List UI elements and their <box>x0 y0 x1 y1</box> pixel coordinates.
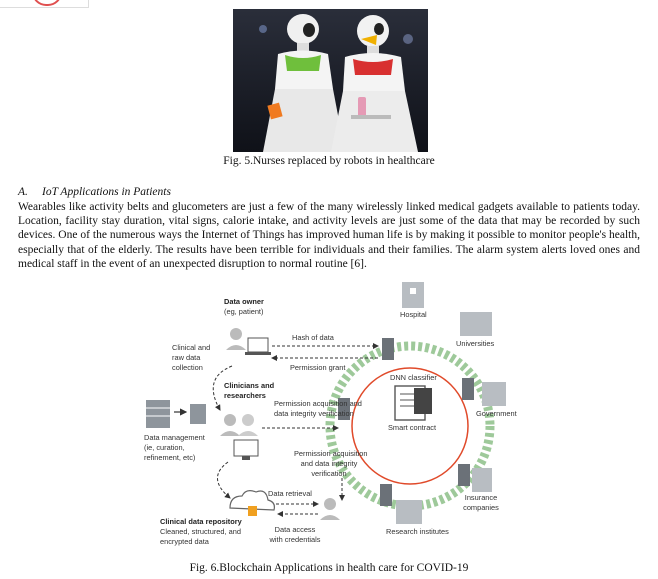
cloud-icon <box>229 490 275 511</box>
university-icon <box>460 312 492 336</box>
clinician-icon <box>224 414 236 426</box>
laptop-icon <box>247 337 269 353</box>
insurance-label-1: Insurance <box>464 493 498 502</box>
research-label: Research institutes <box>386 527 449 536</box>
robot-nurses-photo <box>233 9 428 152</box>
database-icon <box>190 404 206 424</box>
block-4 <box>380 484 392 506</box>
logo-fragment <box>0 0 89 8</box>
section-title: IoT Applications in Patients <box>42 186 171 198</box>
data-owner-label: Data owner <box>224 297 264 306</box>
hospital-icon <box>402 282 424 308</box>
blockchain-diagram: Data owner (eg, patient) Clinical and ra… <box>142 278 522 560</box>
repo-label-1: Cleaned, structured, and <box>160 527 241 536</box>
figure-5-caption: Fig. 5.Nurses replaced by robots in heal… <box>223 155 435 167</box>
data-owner-icon <box>230 328 242 340</box>
block-5 <box>338 398 350 420</box>
clinicians-label-2: researchers <box>224 391 266 400</box>
data-mgmt-label-1: Data management <box>144 433 205 442</box>
clinical-raw-label-2: raw data <box>172 353 201 362</box>
data-mgmt-label-2: (ie, curation, <box>144 443 185 452</box>
hash-of-data-label: Hash of data <box>292 333 334 342</box>
data-retrieval-label: Data retrieval <box>268 489 312 498</box>
collection-arrow <box>212 365 233 411</box>
government-icon <box>482 382 506 406</box>
section-heading: A. IoT Applications in Patients <box>18 186 171 198</box>
lock-icon <box>248 506 257 516</box>
repo-label-2: encrypted data <box>160 537 209 546</box>
monitor-icon <box>233 439 259 457</box>
block-3 <box>458 464 470 486</box>
data-access-label-1: Data access <box>274 525 316 534</box>
government-label: Government <box>476 409 517 418</box>
repo-arrow <box>217 461 231 499</box>
researcher-icon <box>242 414 254 426</box>
requester-icon <box>324 498 336 510</box>
perm-acq-label-1: Permission acquisition and <box>274 399 362 408</box>
smart-contract-label: Smart contract <box>388 423 437 432</box>
insurance-label-2: companies <box>463 503 499 512</box>
clinicians-label-1: Clinicians and <box>224 381 275 390</box>
figure-6-caption: Fig. 6.Blockchain Applications in health… <box>189 562 469 574</box>
permission-grant-label: Permission grant <box>290 363 346 372</box>
data-owner-sub: (eg, patient) <box>224 307 264 316</box>
clinical-raw-label-3: collection <box>172 363 203 372</box>
data-mgmt-label-3: refinement, etc) <box>144 453 196 462</box>
perm-acq2-label-1: Permission acquisition <box>294 449 368 458</box>
code-icon <box>414 388 432 414</box>
section-number: A. <box>18 186 28 198</box>
server-rack-icon <box>146 400 170 428</box>
blockchain-ring <box>325 341 495 511</box>
clinical-raw-label-1: Clinical and <box>172 343 211 352</box>
dnn-label: DNN classifier <box>390 373 437 382</box>
perm-acq-label-2: data integrity verification <box>274 409 354 418</box>
hospital-label: Hospital <box>400 310 427 319</box>
perm-acq2-label-3: verification <box>311 469 347 478</box>
block-2 <box>462 378 474 400</box>
repo-title-label: Clinical data repository <box>160 517 242 526</box>
universities-label: Universities <box>456 339 495 348</box>
perm-acq2-label-2: and data integrity <box>300 459 358 468</box>
research-institute-icon <box>396 500 422 524</box>
data-access-label-2: with credentials <box>269 535 321 544</box>
blockchain-core <box>351 367 469 485</box>
section-paragraph: Wearables like activity belts and glucom… <box>18 201 640 270</box>
insurance-icon <box>472 468 492 492</box>
block-1 <box>382 338 394 360</box>
